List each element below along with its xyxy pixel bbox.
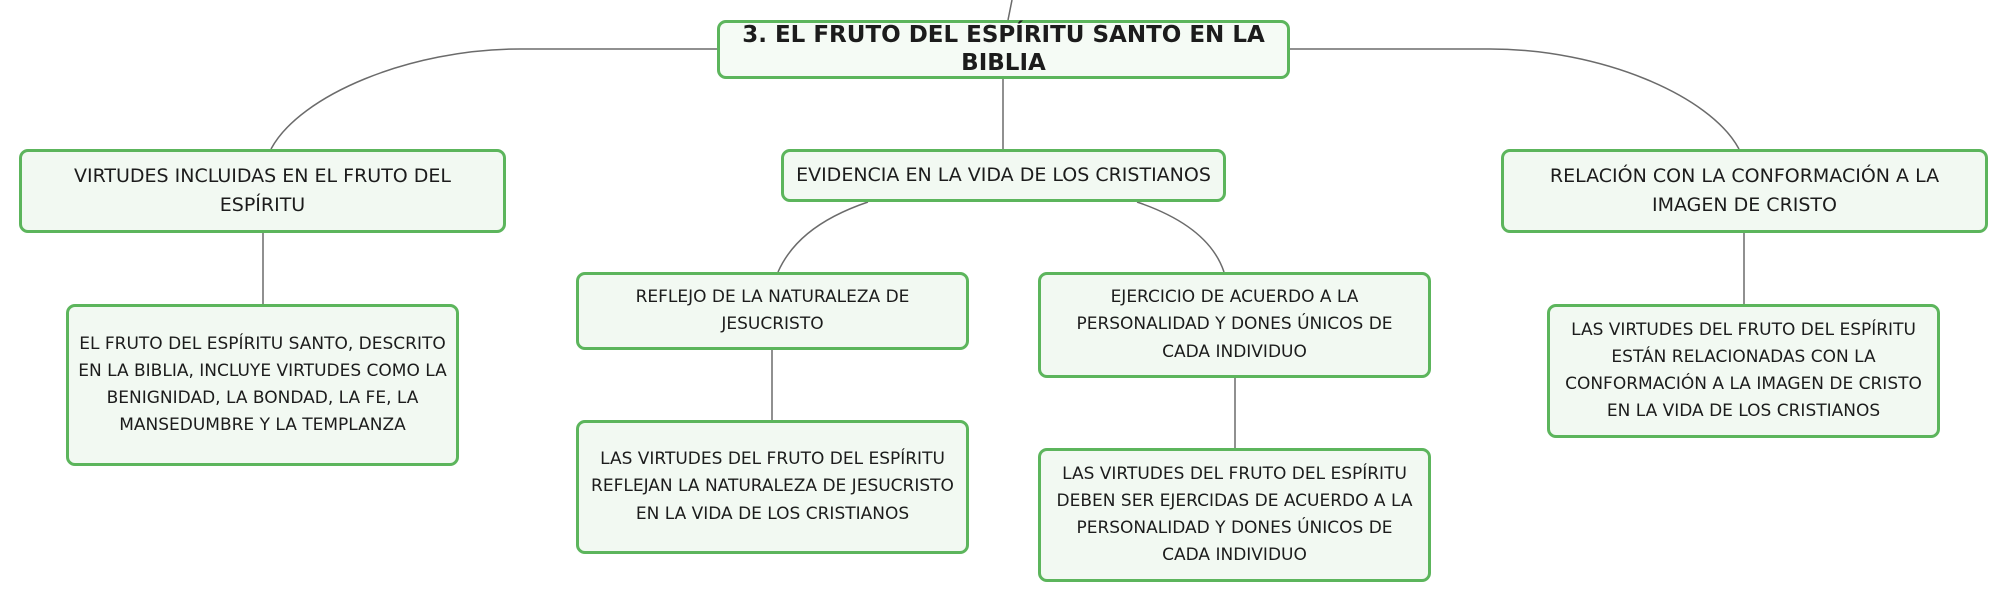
- subtopic-label-ejercicio: EJERCICIO DE ACUERDO A LA PERSONALIDAD Y…: [1076, 287, 1393, 362]
- subtopic-label-ejercicio-detail: LAS VIRTUDES DEL FRUTO DEL ESPÍRITU DEBE…: [1056, 463, 1413, 566]
- topic-label-relacion: RELACIÓN CON LA CONFORMACIÓN A LA IMAGEN…: [1549, 164, 1940, 216]
- subtopic-node-ejercicio-detail[interactable]: LAS VIRTUDES DEL FRUTO DEL ESPÍRITU DEBE…: [1038, 448, 1431, 582]
- subtopic-node-virtudes-detail[interactable]: EL FRUTO DEL ESPÍRITU SANTO, DESCRITO EN…: [66, 304, 459, 466]
- topic-label-virtudes: VIRTUDES INCLUIDAS EN EL FRUTO DEL ESPÍR…: [73, 164, 452, 216]
- root-topic-label: 3. EL FRUTO DEL ESPÍRITU SANTO EN LA BIB…: [742, 21, 1265, 76]
- subtopic-label-virtudes-detail: EL FRUTO DEL ESPÍRITU SANTO, DESCRITO EN…: [78, 333, 447, 436]
- subtopic-label-reflejo: REFLEJO DE LA NATURALEZA DE JESUCRISTO: [635, 286, 910, 334]
- connector-root-relacion: [1290, 48, 1740, 150]
- root-topic-node[interactable]: 3. EL FRUTO DEL ESPÍRITU SANTO EN LA BIB…: [717, 20, 1290, 79]
- connector-evidencia-reflejo: [777, 201, 869, 273]
- subtopic-label-reflejo-detail: LAS VIRTUDES DEL FRUTO DEL ESPÍRITU REFL…: [591, 449, 954, 524]
- topic-label-evidencia: EVIDENCIA EN LA VIDA DE LOS CRISTIANOS: [796, 163, 1211, 186]
- topic-node-evidencia[interactable]: EVIDENCIA EN LA VIDA DE LOS CRISTIANOS: [781, 149, 1226, 202]
- connector-parent-root: [1007, 0, 1013, 21]
- subtopic-node-reflejo[interactable]: REFLEJO DE LA NATURALEZA DE JESUCRISTO: [576, 272, 969, 350]
- subtopic-node-reflejo-detail[interactable]: LAS VIRTUDES DEL FRUTO DEL ESPÍRITU REFL…: [576, 420, 969, 554]
- connector-root-virtudes: [270, 48, 719, 150]
- topic-node-virtudes[interactable]: VIRTUDES INCLUIDAS EN EL FRUTO DEL ESPÍR…: [19, 149, 506, 233]
- connector-evidencia-ejercicio: [1136, 201, 1225, 273]
- subtopic-label-relacion-detail: LAS VIRTUDES DEL FRUTO DEL ESPÍRITU ESTÁ…: [1565, 319, 1922, 422]
- subtopic-node-ejercicio[interactable]: EJERCICIO DE ACUERDO A LA PERSONALIDAD Y…: [1038, 272, 1431, 378]
- subtopic-node-relacion-detail[interactable]: LAS VIRTUDES DEL FRUTO DEL ESPÍRITU ESTÁ…: [1547, 304, 1940, 438]
- topic-node-relacion[interactable]: RELACIÓN CON LA CONFORMACIÓN A LA IMAGEN…: [1501, 149, 1988, 233]
